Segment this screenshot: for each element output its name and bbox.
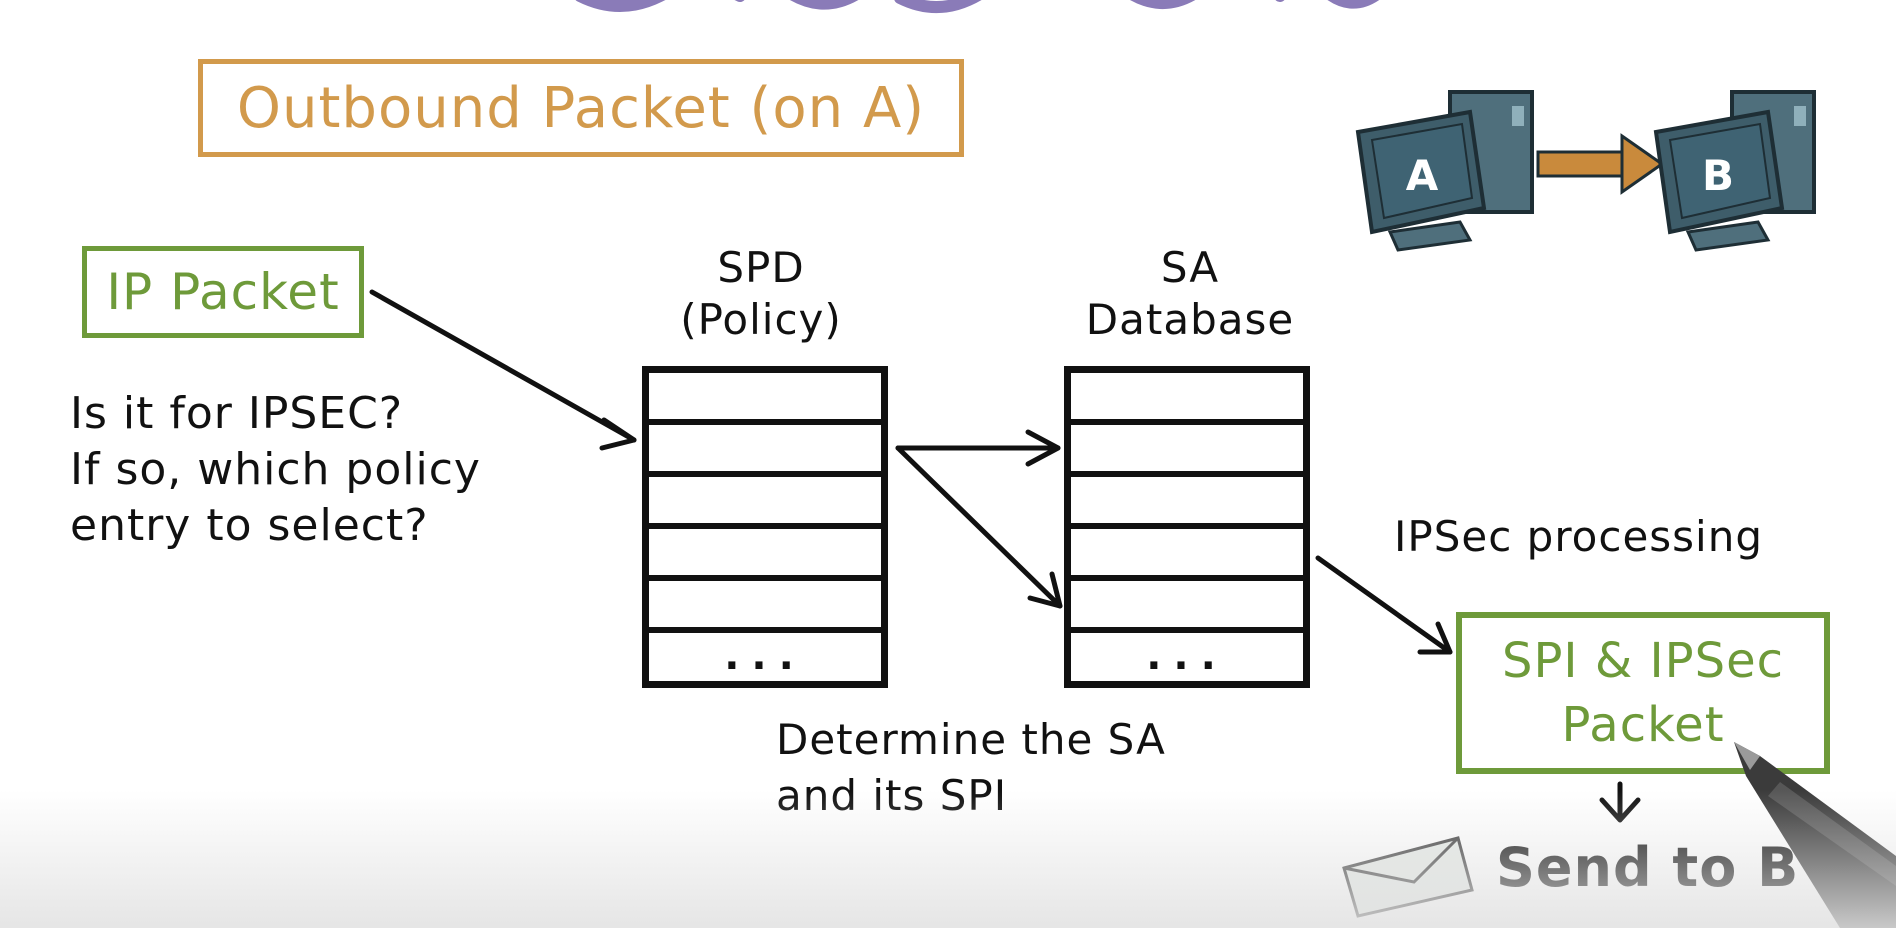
question-line: If so, which policy xyxy=(70,444,481,495)
pen-icon xyxy=(1734,742,1896,928)
arrowhead xyxy=(1025,429,1061,467)
arrowhead xyxy=(1417,621,1453,655)
determine-line: and its SPI xyxy=(776,771,1008,820)
computer-icon xyxy=(1653,90,1816,252)
computers-a-to-b: A B xyxy=(1355,90,1816,252)
table-ellipsis-row: ... xyxy=(1146,633,1228,679)
table-row xyxy=(649,373,881,425)
question-line: Is it for IPSEC? xyxy=(70,388,404,439)
sa-header-line: SA xyxy=(1160,243,1220,292)
table-row xyxy=(1071,425,1303,477)
sa-database-header: SA Database xyxy=(1070,242,1310,346)
outbound-packet-label: Outbound Packet (on A) xyxy=(236,75,926,141)
spi-box-line: SPI & IPSec xyxy=(1501,633,1784,689)
arrow-spd-to-sa-lower xyxy=(895,445,1063,609)
spd-header: SPD (Policy) xyxy=(666,242,856,346)
determine-sa-text: Determine the SA and its SPI xyxy=(776,712,1166,824)
spi-ipsec-packet-box: SPI & IPSec Packet xyxy=(1456,612,1830,774)
table-row xyxy=(649,581,881,633)
table-row xyxy=(1071,581,1303,633)
table-row xyxy=(649,425,881,477)
cropped-title xyxy=(560,0,1460,16)
spd-header-line: SPD xyxy=(717,243,805,292)
spd-header-line: (Policy) xyxy=(680,295,842,344)
outbound-packet-box: Outbound Packet (on A) xyxy=(198,59,964,157)
spd-table: ... xyxy=(642,366,888,688)
computer-icon xyxy=(1355,90,1534,252)
question-line: entry to select? xyxy=(70,500,429,551)
sa-database-table: ... xyxy=(1064,366,1310,688)
spi-box-line: Packet xyxy=(1561,697,1725,753)
table-row xyxy=(1071,373,1303,425)
arrow-sa-to-spi xyxy=(1315,555,1453,655)
determine-line: Determine the SA xyxy=(776,715,1166,764)
ipsec-question: Is it for IPSEC? If so, which policy ent… xyxy=(70,386,510,554)
sa-header-line: Database xyxy=(1085,295,1295,344)
table-ellipsis-row: ... xyxy=(724,633,806,679)
computer-b-label: B xyxy=(1702,151,1734,200)
arrowhead xyxy=(599,417,637,451)
ip-packet-box: IP Packet xyxy=(82,246,364,338)
table-row xyxy=(649,477,881,529)
arrow-ip-to-spd xyxy=(369,289,637,443)
arrowhead xyxy=(1027,571,1063,609)
envelope-icon xyxy=(1342,836,1474,918)
table-row xyxy=(1071,477,1303,529)
computer-a-label: A xyxy=(1406,151,1439,200)
table-row xyxy=(649,529,881,581)
ip-packet-label: IP Packet xyxy=(106,263,340,321)
arrow-right-icon xyxy=(1536,133,1665,195)
table-row xyxy=(1071,529,1303,581)
ipsec-processing-label: IPSec processing xyxy=(1394,512,1764,561)
